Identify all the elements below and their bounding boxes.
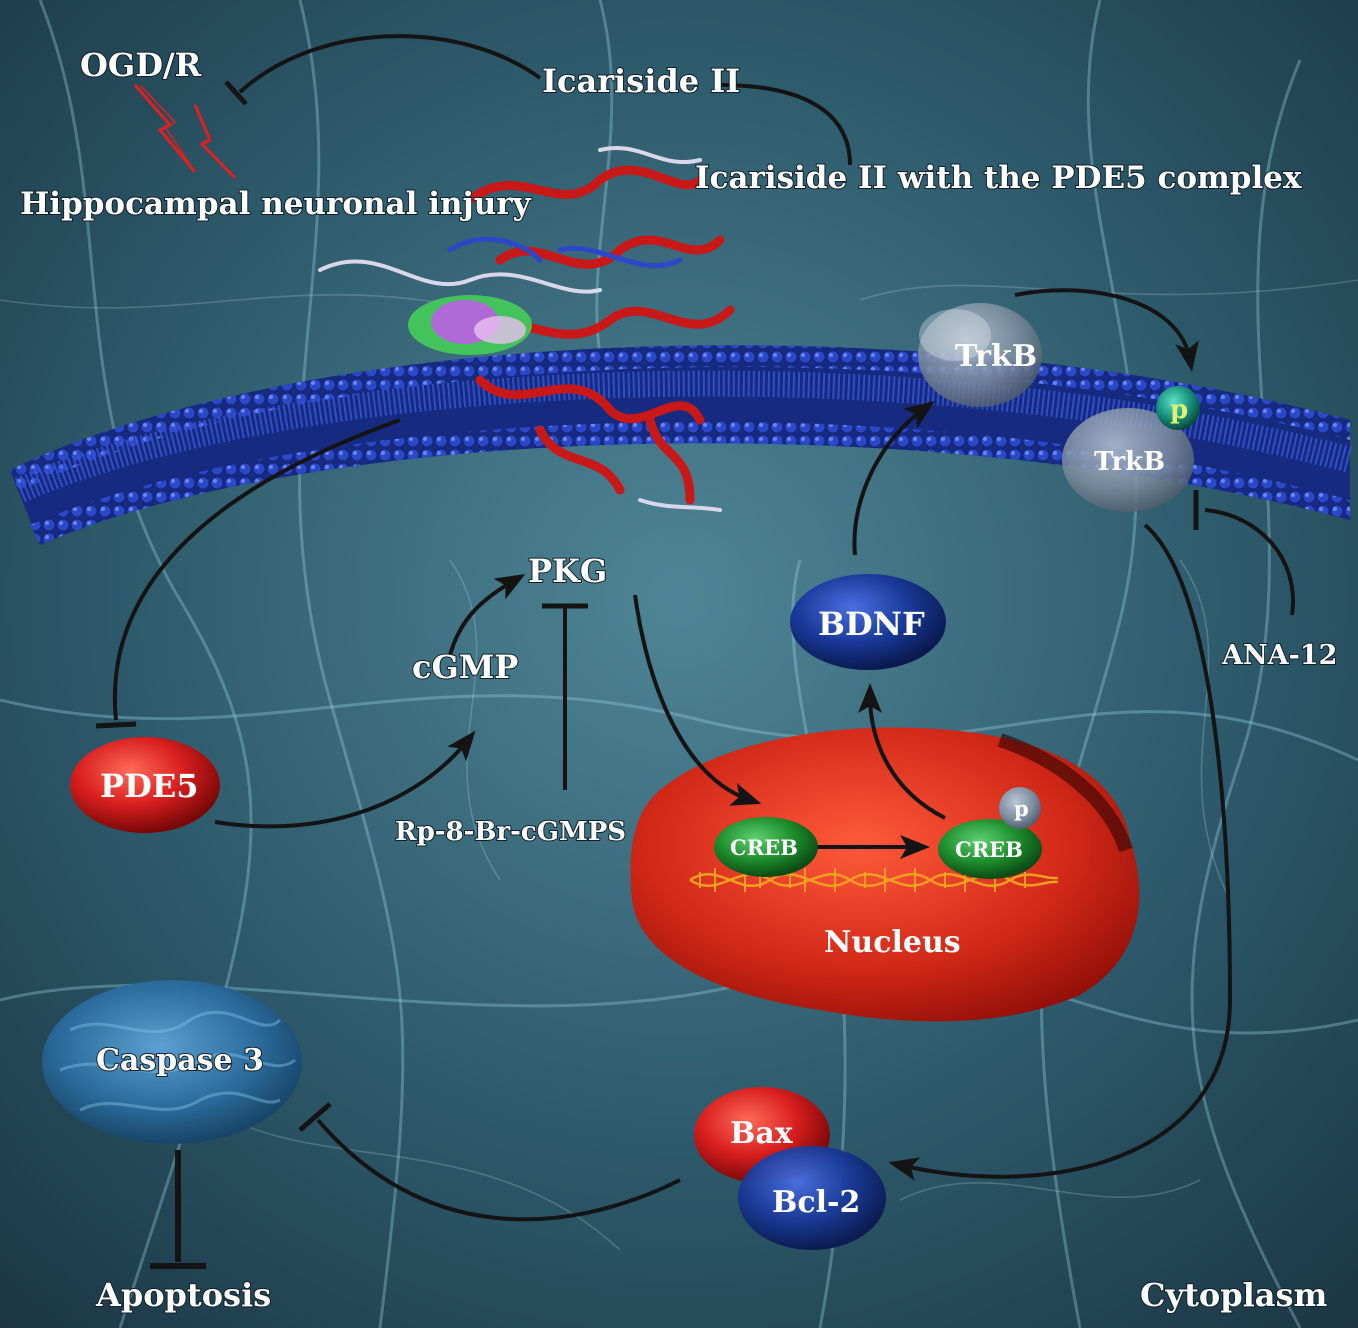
creb-right-label: CREB: [955, 837, 1023, 862]
pkg-label: PKG: [528, 552, 607, 590]
trkb-top-label: TrkB: [955, 339, 1037, 374]
bax-label: Bax: [730, 1116, 794, 1151]
complex-label: Icariside II with the PDE5 complex: [695, 160, 1302, 196]
caspase3-node: [42, 980, 302, 1144]
p-trkb-receptor: [1062, 386, 1200, 512]
trkb-receptor: [918, 303, 1042, 407]
bcl2-inhibits-caspase: [316, 1118, 681, 1222]
inhibitor-label: Rp-8-Br-cGMPS: [395, 817, 626, 847]
pde5-to-cgmp-arrow: [214, 730, 476, 829]
apoptosis-label: Apoptosis: [95, 1276, 271, 1314]
trkb-phospho-badge: [1156, 386, 1200, 430]
bcl2-label: Bcl-2: [772, 1185, 860, 1220]
ana12-label: ANA-12: [1221, 640, 1337, 671]
creb-left-label: CREB: [730, 835, 798, 860]
creb-to-bdnf-arrow: [858, 683, 946, 820]
injury-lightning-icon: [133, 84, 237, 180]
bcl2-node: [738, 1146, 886, 1250]
bdnf-node: [790, 574, 946, 670]
cgmp-label: cGMP: [412, 648, 518, 686]
pde5-label: PDE5: [100, 767, 198, 805]
bdnf-label: BDNF: [818, 605, 925, 643]
pkg-to-creb-arrow: [633, 594, 762, 806]
nucleus-label: Nucleus: [824, 925, 961, 960]
creb-node: [714, 817, 818, 877]
caspase-label: Caspase 3: [96, 1043, 264, 1078]
pde5-protein-structure: [318, 146, 735, 512]
trkb-p-label: p: [1170, 395, 1188, 425]
trkb-bottom-label: TrkB: [1094, 447, 1165, 477]
complex-inhibits-pde5: [112, 418, 401, 721]
cgmp-to-pkg-arrow: [448, 574, 526, 656]
trkb-phosphorylation-arrow: [1014, 288, 1199, 372]
p-creb-node: [938, 819, 1042, 879]
icariside-to-complex-line: [719, 83, 852, 166]
bdnf-to-trkb-arrow: [852, 401, 935, 556]
creb-phospho-badge: [999, 787, 1041, 829]
icariside-inhibits-ogdr: [238, 34, 542, 94]
pathway-arrows: [95, 34, 1295, 1269]
creb-p-label: p: [1014, 796, 1029, 821]
trkb-to-bcl2-arrow: [888, 523, 1233, 1181]
icariside-label: Icariside II: [542, 62, 740, 100]
ogdr-label: OGD/R: [80, 46, 202, 84]
pde5-node: [70, 737, 220, 833]
cytoplasm-label: Cytoplasm: [1140, 1276, 1327, 1314]
ana12-inhibits-trkb: [1204, 508, 1295, 616]
injury-label: Hippocampal neuronal injury: [20, 186, 532, 222]
